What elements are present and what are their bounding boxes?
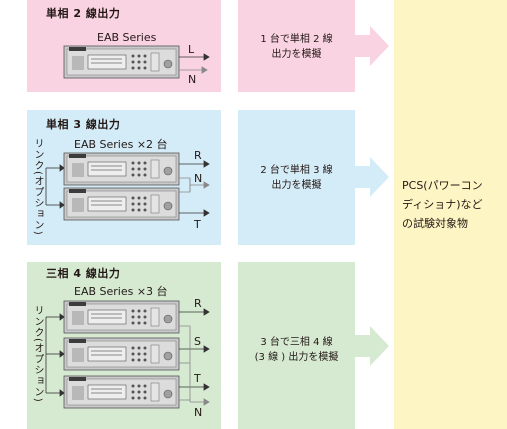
wire-label-n: N bbox=[194, 172, 203, 185]
power-supply-unit-icon bbox=[63, 45, 180, 79]
wire-label-l: L bbox=[188, 43, 195, 56]
power-supply-unit-icon bbox=[63, 300, 180, 334]
section2-link-label: リンク(オプション) bbox=[32, 138, 43, 236]
section2-mode-panel bbox=[238, 110, 355, 245]
section1-title: 単相 2 線出力 bbox=[46, 7, 121, 20]
target-line: ディショナ)など bbox=[402, 198, 483, 211]
target-line: の試験対象物 bbox=[402, 217, 468, 230]
wire-label-n: N bbox=[188, 73, 197, 86]
wire-label-t: T bbox=[194, 218, 201, 231]
target-line: PCS(パワーコン bbox=[402, 179, 483, 192]
section2-output-arrow bbox=[355, 157, 389, 197]
section2-mode-text: 2 台で単相 3 線 出力を模擬 bbox=[238, 163, 355, 193]
wire-label-n: N bbox=[194, 406, 203, 419]
target-text: PCS(パワーコン ディショナ)など の試験対象物 bbox=[402, 176, 483, 233]
section3-output-arrow bbox=[355, 326, 389, 366]
section1-series-label: EAB Series bbox=[97, 31, 157, 44]
target-panel bbox=[394, 0, 507, 429]
wire-label-r: R bbox=[194, 297, 202, 310]
power-supply-unit-icon bbox=[63, 337, 180, 371]
section1-mode-panel bbox=[238, 0, 355, 92]
power-supply-unit-icon bbox=[63, 375, 180, 409]
section2-title: 単相 3 線出力 bbox=[46, 118, 121, 131]
mode-line: 1 台で単相 2 線 bbox=[260, 34, 333, 45]
mode-line: 出力を模擬 bbox=[271, 49, 322, 60]
section3-mode-text: 3 台で三相 4 線 (3 線 ) 出力を模擬 bbox=[238, 335, 355, 365]
wire-label-r: R bbox=[194, 149, 202, 162]
section1-output-arrow bbox=[355, 26, 389, 66]
section3-mode-panel bbox=[238, 262, 355, 429]
section2-series-label: EAB Series ×2 台 bbox=[74, 138, 168, 151]
section3-series-label: EAB Series ×3 台 bbox=[74, 285, 168, 298]
mode-line: 3 台で三相 4 線 bbox=[260, 337, 333, 348]
power-supply-unit-icon bbox=[63, 187, 180, 221]
section3-title: 三相 4 線出力 bbox=[46, 267, 121, 280]
wire-label-t: T bbox=[194, 372, 201, 385]
section1-mode-text: 1 台で単相 2 線 出力を模擬 bbox=[238, 32, 355, 62]
mode-line: (3 線 ) 出力を模擬 bbox=[254, 352, 339, 363]
section3-link-label: リンク(オプション) bbox=[32, 305, 43, 403]
mode-line: 2 台で単相 3 線 bbox=[260, 165, 333, 176]
power-supply-unit-icon bbox=[63, 152, 180, 186]
mode-line: 出力を模擬 bbox=[271, 180, 322, 191]
wire-label-s: S bbox=[194, 335, 201, 348]
